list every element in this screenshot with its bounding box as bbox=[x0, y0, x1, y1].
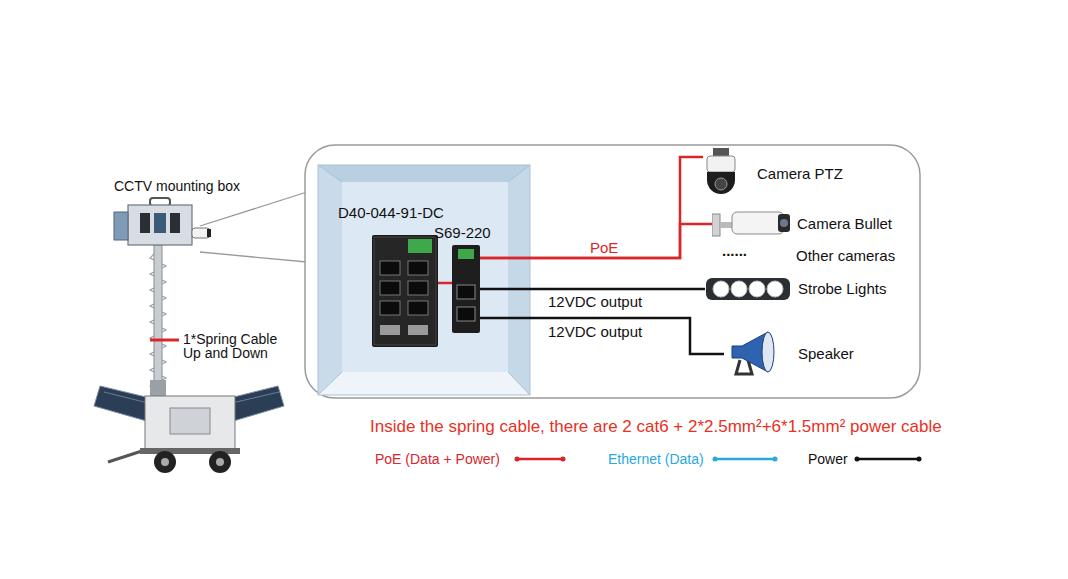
connector-line bbox=[480, 318, 724, 354]
legend-line bbox=[517, 458, 563, 461]
connector-label: 12VDC output bbox=[548, 323, 642, 340]
solar-trailer-part bbox=[145, 396, 235, 450]
enclosure-box-part bbox=[318, 165, 530, 395]
enclosure-box-part bbox=[318, 372, 342, 395]
legend-item: PoE (Data + Power) bbox=[375, 451, 566, 467]
legend-dot bbox=[772, 457, 777, 462]
enclosure-box-part bbox=[318, 165, 530, 395]
cctv-mounting-box-part bbox=[154, 213, 166, 233]
switch-device: D40-044-91-DC bbox=[372, 235, 438, 347]
connector-line bbox=[480, 288, 705, 291]
part-label: CCTV mounting box bbox=[114, 178, 240, 194]
cctv-mounting-box bbox=[114, 198, 211, 245]
legend-dot bbox=[854, 457, 859, 462]
cctv-mounting-box-part bbox=[170, 213, 180, 233]
strobe-node: Strobe Lights bbox=[705, 274, 886, 304]
legend-dot bbox=[916, 457, 921, 462]
solar-trailer-part bbox=[150, 380, 166, 398]
legend-line-sample bbox=[514, 454, 566, 464]
enclosure-box-part bbox=[318, 165, 530, 182]
legend-line bbox=[715, 458, 775, 461]
legend-dot bbox=[514, 457, 519, 462]
speaker-node: Speaker bbox=[724, 328, 854, 380]
device-picture bbox=[372, 235, 438, 347]
legend-item: Power bbox=[808, 451, 922, 467]
leader-line bbox=[150, 339, 179, 342]
speaker-icon bbox=[724, 328, 782, 380]
device-label: Strobe Lights bbox=[798, 280, 886, 297]
solar-trailer-part bbox=[161, 458, 169, 466]
enclosure-box-part bbox=[508, 165, 530, 182]
callout-panel bbox=[200, 145, 920, 398]
device-picture bbox=[452, 245, 480, 333]
solar-trailer-part bbox=[94, 386, 150, 422]
enclosure-box bbox=[318, 165, 530, 395]
connector-line bbox=[480, 157, 703, 258]
callout-panel-part bbox=[305, 145, 920, 398]
legend-text: Power bbox=[808, 451, 848, 467]
connector-line bbox=[480, 224, 712, 258]
legend-text: Ethernet (Data) bbox=[608, 451, 704, 467]
callout-panel-part bbox=[200, 192, 307, 226]
strobe-icon bbox=[705, 274, 791, 304]
enclosure-box-part bbox=[318, 372, 530, 395]
legend-line-sample bbox=[712, 454, 778, 464]
cctv-mounting-box-part bbox=[207, 229, 211, 237]
ellipsis-label: ...... bbox=[722, 242, 747, 259]
solar-trailer-part bbox=[104, 392, 148, 403]
device-label: Camera Bullet bbox=[797, 215, 892, 232]
connector-label: 12VDC output bbox=[548, 293, 642, 310]
part-label: 1*Spring Cable Up and Down bbox=[183, 332, 291, 360]
legend-line-sample bbox=[854, 454, 922, 464]
cctv-mounting-box-part bbox=[128, 205, 192, 245]
device-name: D40-044-91-DC bbox=[338, 204, 444, 221]
enclosure-box-part bbox=[508, 165, 530, 395]
solar-trailer-part bbox=[108, 450, 145, 462]
cctv-mounting-box-part bbox=[192, 228, 210, 238]
solar-trailer-part bbox=[154, 451, 176, 473]
bullet-icon bbox=[712, 206, 792, 242]
enclosure-box-part bbox=[508, 372, 530, 395]
solar-trailer-part bbox=[232, 392, 279, 403]
solar-trailer-part bbox=[209, 451, 231, 473]
legend-dot bbox=[712, 457, 717, 462]
solar-trailer-part bbox=[230, 386, 284, 422]
cctv-mounting-box-part bbox=[140, 213, 150, 233]
note-text: Inside the spring cable, there are 2 cat… bbox=[370, 417, 942, 437]
solar-trailer-part bbox=[216, 458, 224, 466]
camera-node: Camera PTZ bbox=[703, 148, 843, 200]
device-name: S69-220 bbox=[434, 224, 491, 241]
device-label: Other cameras bbox=[796, 247, 895, 264]
cctv-mounting-box-part bbox=[114, 212, 128, 240]
camera-node: Other cameras bbox=[796, 247, 895, 264]
legend-dot bbox=[560, 457, 565, 462]
legend-item: Ethernet (Data) bbox=[608, 451, 778, 467]
camera-node: Camera Bullet bbox=[712, 206, 892, 242]
callout-panel-part bbox=[200, 252, 307, 262]
legend-line bbox=[857, 458, 919, 461]
enclosure-box-part bbox=[318, 165, 342, 395]
solar-trailer-part bbox=[154, 245, 162, 395]
connector-line bbox=[438, 282, 452, 285]
ptz-icon bbox=[703, 148, 739, 200]
legend-text: PoE (Data + Power) bbox=[375, 451, 500, 467]
enclosure-box-part bbox=[318, 165, 342, 182]
connector-label: PoE bbox=[590, 239, 618, 256]
injector-device: S69-220 bbox=[452, 245, 480, 333]
device-label: Camera PTZ bbox=[757, 165, 843, 182]
solar-trailer-part bbox=[170, 408, 210, 434]
device-label: Speaker bbox=[798, 345, 854, 362]
